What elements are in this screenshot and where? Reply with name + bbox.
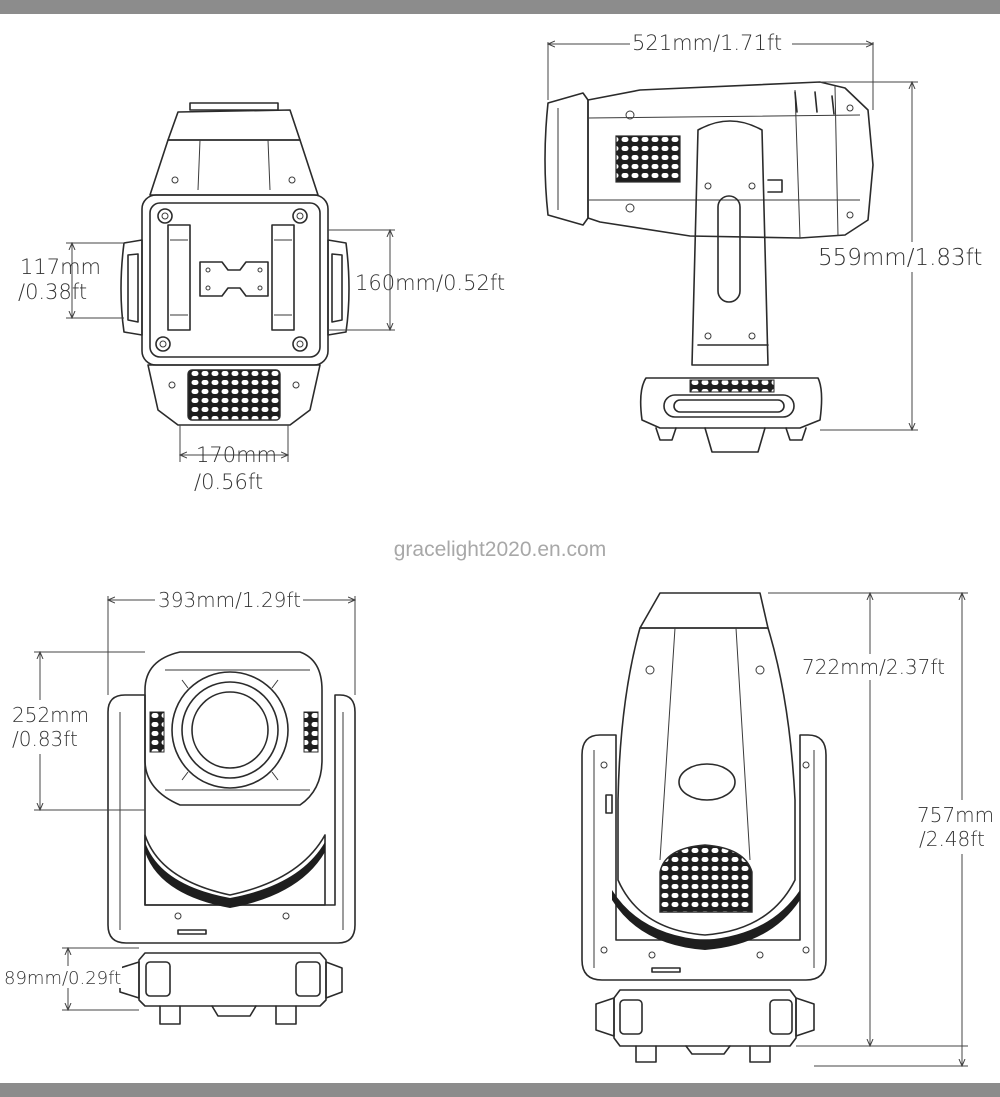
- front-head-dim-ft-label: /0.83ft: [12, 727, 78, 751]
- side-height-dim-label: 559mm/1.83ft: [818, 245, 982, 271]
- top-side-dim-label: 117mm: [20, 255, 101, 279]
- top-view: 117mm /0.38ft 160mm/0.52ft 170mm /0.56ft: [18, 102, 505, 494]
- side-view: 521mm/1.71ft 559mm/1.83ft: [544, 30, 985, 453]
- back-head-dim-label: 722mm/2.37ft: [802, 655, 945, 679]
- watermark: gracelight2020.en.com: [394, 538, 606, 561]
- back-view: 722mm/2.37ft 757mm /2.48ft: [581, 593, 996, 1066]
- top-width-dim-ft-label: /0.56ft: [194, 470, 263, 494]
- bottom-band: [0, 1083, 1000, 1097]
- back-total-dim-ft-label: /2.48ft: [919, 827, 985, 851]
- back-total-dim-label: 757mm: [917, 803, 994, 827]
- top-inner-dim-label: 160mm/0.52ft: [355, 271, 505, 295]
- front-head-dim-label: 252mm: [12, 703, 89, 727]
- front-view: 393mm/1.29ft 252mm /0.83ft 89mm/0.29ft: [2, 588, 355, 1025]
- side-length-dim-label: 521mm/1.71ft: [632, 31, 782, 55]
- top-width-dim-label: 170mm: [196, 443, 277, 467]
- front-base-dim-label: 89mm/0.29ft: [4, 968, 121, 989]
- top-band: [0, 0, 1000, 14]
- front-width-dim-label: 393mm/1.29ft: [158, 588, 301, 612]
- top-side-dim-ft-label: /0.38ft: [18, 280, 87, 304]
